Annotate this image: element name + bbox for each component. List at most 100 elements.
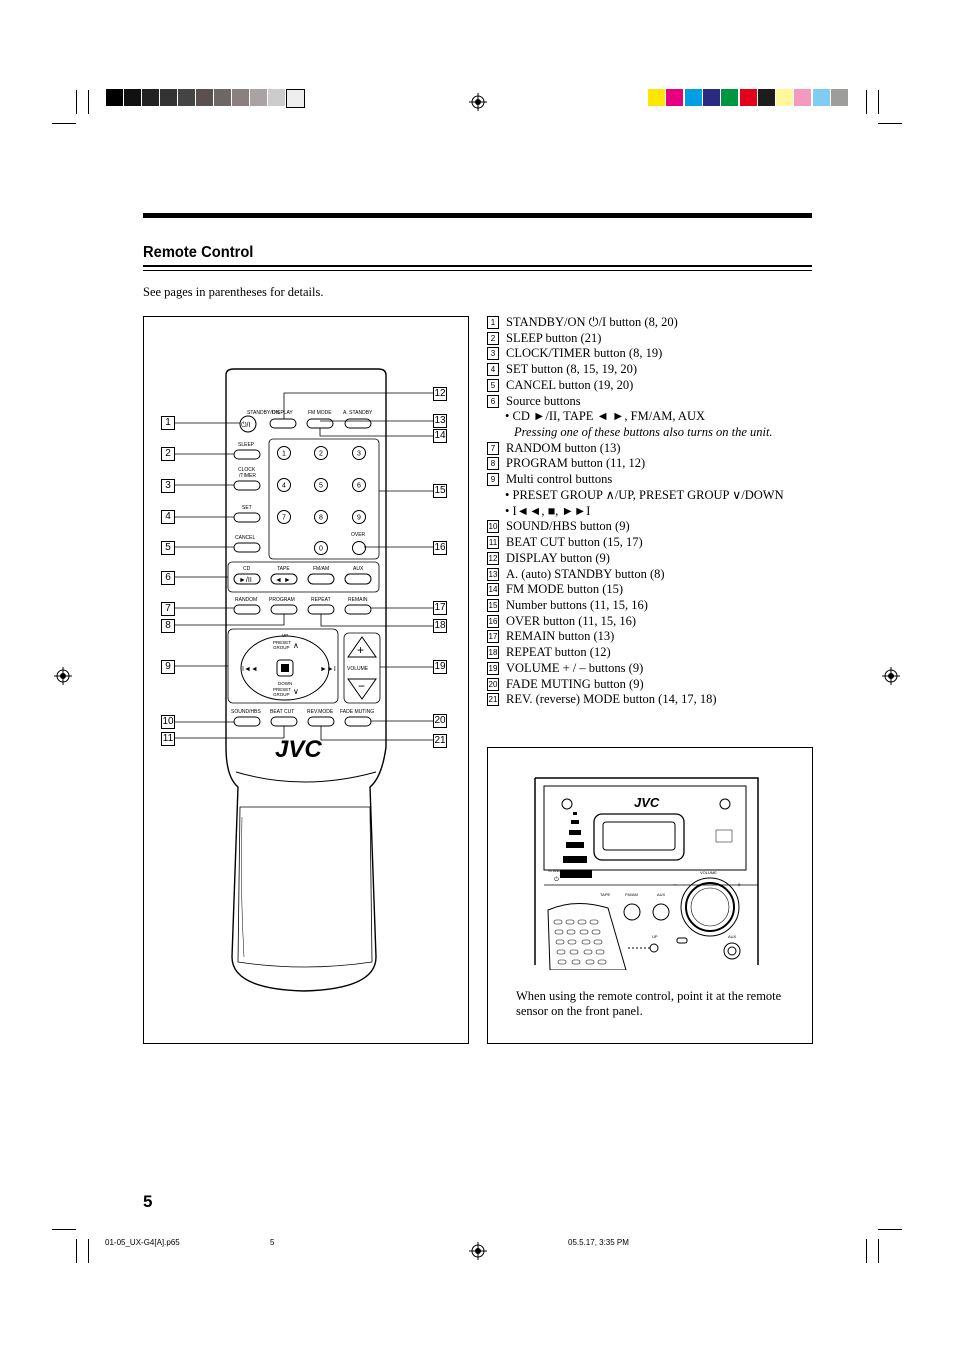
callout-number: 20 (433, 714, 447, 728)
unit-caption: When using the remote control, point it … (516, 989, 782, 1018)
title-rule-thin (143, 270, 812, 271)
number-button[interactable] (314, 446, 328, 460)
remote-label-remain: REMAIN (348, 597, 368, 603)
remote-label-aux: AUX (353, 566, 364, 572)
multi-control-pad (240, 635, 330, 701)
fmam-button (307, 573, 335, 585)
callout-number: 15 (433, 484, 447, 498)
unit-remote-icon (547, 903, 627, 970)
a-standby-button (344, 418, 372, 429)
repeat-button (307, 604, 335, 615)
rev-mode-button (307, 716, 335, 727)
power-icon: ⏻/I (241, 421, 250, 429)
unit-label-aux-jack: AUX (728, 934, 737, 939)
item-text: VOLUME + / – buttons (9) (506, 661, 644, 675)
item-text: FM MODE button (15) (506, 582, 624, 596)
stop-icon (281, 664, 289, 672)
remote-label-cancel: CANCEL (235, 535, 256, 541)
item-text: REV. (reverse) MODE button (14, 17, 18) (506, 692, 717, 706)
tape-button (270, 573, 298, 585)
item-number: 18 (487, 646, 499, 659)
callout-number: 19 (433, 660, 447, 674)
unit-power-icon: ⏻ (554, 876, 559, 883)
skip-forward-icon: ►►I (320, 666, 336, 673)
number-button-label: 7 (282, 515, 286, 522)
number-button[interactable] (352, 510, 366, 524)
callout-number: 13 (433, 414, 447, 428)
item-text: CANCEL button (19, 20) (506, 378, 634, 392)
minus-icon: − (358, 679, 365, 693)
unit-label-tape: TAPE (600, 892, 610, 897)
item-number: 6 (487, 395, 499, 408)
item-number: 16 (487, 615, 499, 628)
over-button[interactable] (352, 541, 366, 555)
item-number: 12 (487, 552, 499, 565)
number-button-label: 1 (282, 451, 286, 458)
unit-up-button (649, 943, 659, 953)
multi-control-bullet-2: • I◄◄, ■, ►►I (505, 504, 591, 518)
callout-number: 10 (161, 715, 175, 729)
footer-page: 5 (270, 1238, 275, 1247)
swatch (142, 89, 159, 106)
remote-label-preset-up: PRESET (273, 640, 291, 645)
number-button-label: 5 (319, 483, 323, 490)
swatch (178, 89, 195, 106)
callout-number: 9 (161, 660, 175, 674)
remote-label-set: SET (242, 505, 252, 511)
footer-date: 05.5.17, 3:35 PM (568, 1238, 629, 1247)
header-rule (143, 213, 812, 218)
number-button[interactable] (314, 541, 328, 555)
number-button[interactable] (277, 510, 291, 524)
remote-label-fm-mode: FM MODE (308, 410, 332, 416)
swatch (666, 89, 684, 106)
number-button[interactable] (352, 446, 366, 460)
unit-plus-icon: + (737, 882, 741, 889)
item-text: BEAT CUT button (15, 17) (506, 535, 643, 549)
number-button[interactable] (314, 478, 328, 492)
program-button (270, 604, 298, 615)
swatch (160, 89, 177, 106)
item-number: 17 (487, 630, 499, 643)
remote-label-program: PROGRAM (269, 597, 295, 603)
remote-label-display: DISPLAY (272, 410, 293, 416)
plus-icon: + (357, 643, 364, 657)
callout-number: 3 (161, 479, 175, 493)
number-button[interactable] (314, 510, 328, 524)
section-title: Remote Control (143, 244, 254, 261)
remote-label-fmam: FM/AM (313, 566, 329, 572)
callout-number: 4 (161, 510, 175, 524)
unit-volume-knob (680, 877, 740, 937)
number-button-label: 6 (357, 483, 361, 490)
callout-number: 21 (433, 734, 447, 748)
number-button[interactable] (277, 478, 291, 492)
display-button (269, 418, 297, 429)
remote-label-random: RANDOM (235, 597, 257, 603)
random-button (233, 604, 261, 615)
volume-up-button (347, 636, 377, 658)
number-button[interactable] (277, 446, 291, 460)
unit-label-volume: VOLUME (700, 870, 717, 875)
remote-label-fade: FADE MUTING (340, 709, 374, 715)
fm-mode-button (306, 418, 334, 429)
item-number: 8 (487, 457, 499, 470)
remote-label-clock: CLOCK (238, 467, 256, 473)
callout-number: 18 (433, 619, 447, 633)
unit-illustration-box (487, 747, 813, 1044)
item-number: 13 (487, 568, 499, 581)
unit-display (593, 813, 685, 861)
source-buttons-note: Pressing one of these buttons also turns… (514, 425, 773, 439)
swatch (794, 89, 812, 106)
callout-number: 1 (161, 416, 175, 430)
footer-file: 01-05_UX-G4[A].p65 (105, 1238, 180, 1247)
swatch (721, 89, 739, 106)
number-button[interactable] (352, 478, 366, 492)
multi-control-bullet-1: • PRESET GROUP ∧/UP, PRESET GROUP ∨/DOWN (505, 488, 784, 502)
callout-number: 16 (433, 541, 447, 555)
